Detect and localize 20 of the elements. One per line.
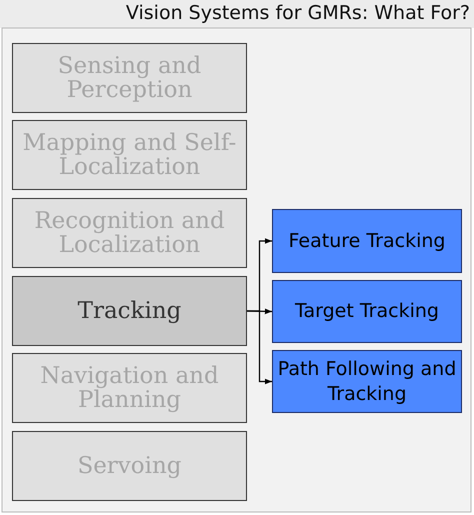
box-label: Path Following and Tracking — [276, 356, 458, 406]
box-label: Servoing — [77, 454, 182, 478]
box-label: Target Tracking — [295, 299, 439, 324]
connector-arrow — [247, 310, 272, 384]
topic-box — [12, 198, 247, 268]
box-label: Navigation and Planning — [39, 364, 220, 412]
topic-box — [12, 120, 247, 190]
topic-box — [12, 43, 247, 113]
subtopic-box — [272, 280, 462, 343]
subtopic-box — [272, 350, 462, 413]
topic-box — [12, 353, 247, 423]
box-label: Feature Tracking — [288, 228, 446, 254]
topic-box — [12, 276, 247, 346]
box-label: Recognition and Localization — [33, 208, 226, 258]
box-label: Sensing and Perception — [56, 54, 202, 102]
subtopic-box — [272, 209, 462, 273]
topic-box — [12, 431, 247, 501]
title: Vision Systems for GMRs: What For? — [126, 2, 470, 24]
box-label: Mapping and Self-Localization — [22, 130, 238, 180]
box-label: Tracking — [78, 298, 182, 324]
